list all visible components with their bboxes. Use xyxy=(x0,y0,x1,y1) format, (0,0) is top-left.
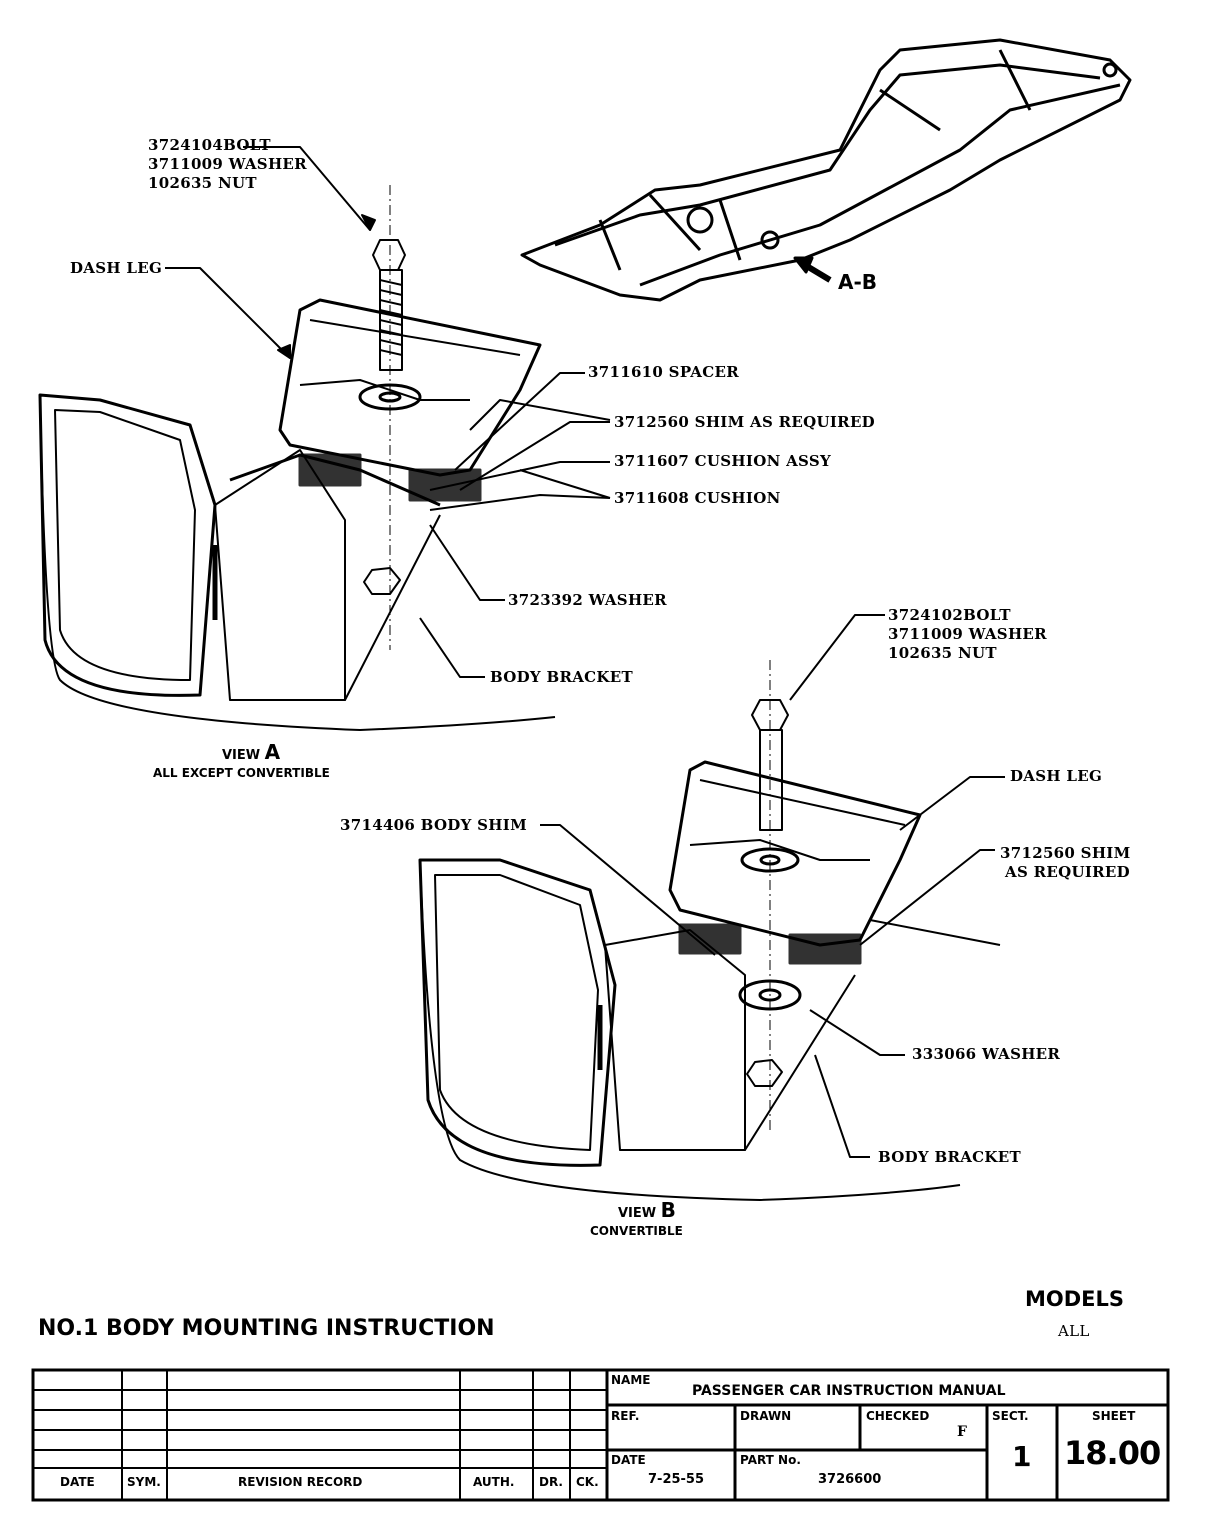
view-a-dash-leg-label: DASH LEG xyxy=(70,259,163,277)
models-value: ALL xyxy=(1058,1322,1090,1340)
view-a-washer2-label: 3723392 WASHER xyxy=(508,591,667,609)
view-a-title: VIEW A xyxy=(222,740,280,764)
checked-label: CHECKED xyxy=(866,1409,930,1423)
part-label: PART No. xyxy=(740,1453,801,1467)
view-a-bolt-label: 3724104BOLT xyxy=(148,136,271,154)
sect-value: 1 xyxy=(1012,1440,1032,1473)
part-value: 3726600 xyxy=(818,1472,882,1487)
checked-value: F xyxy=(957,1424,967,1440)
view-b-letter: B xyxy=(660,1198,676,1222)
rev-header-auth: AUTH. xyxy=(473,1475,515,1489)
view-a-subtitle: ALL EXCEPT CONVERTIBLE xyxy=(153,766,330,780)
sheet-value: 18.00 xyxy=(1064,1434,1161,1472)
view-a-drawing xyxy=(38,146,611,731)
view-b-drawing xyxy=(418,614,1005,1201)
rev-header-sym: SYM. xyxy=(127,1475,161,1489)
view-b-subtitle: CONVERTIBLE xyxy=(590,1224,683,1238)
view-a-shim-label: 3712560 SHIM AS REQUIRED xyxy=(614,413,875,431)
view-b-washer-label: 3711009 WASHER xyxy=(888,625,1047,643)
view-a-cushion-label: 3711608 CUSHION xyxy=(614,489,781,507)
view-a-body-bracket-label: BODY BRACKET xyxy=(490,668,633,686)
rev-header-record: REVISION RECORD xyxy=(238,1475,363,1489)
view-b-bolt-label: 3724102BOLT xyxy=(888,606,1011,624)
page-title: NO.1 BODY MOUNTING INSTRUCTION xyxy=(38,1316,495,1341)
drawn-label: DRAWN xyxy=(740,1409,792,1423)
view-a-cushion-assy-label: 3711607 CUSHION ASSY xyxy=(614,452,832,470)
view-a-letter: A xyxy=(264,740,281,764)
view-a-title-text: VIEW xyxy=(222,748,261,763)
rev-header-dr: DR. xyxy=(539,1475,563,1489)
view-b-title: VIEW B xyxy=(618,1198,676,1222)
view-b-washer2-label: 333066 WASHER xyxy=(912,1045,1061,1063)
date-label: DATE xyxy=(611,1453,646,1467)
rev-header-ck: CK. xyxy=(576,1475,599,1489)
view-a-nut-label: 102635 NUT xyxy=(148,174,257,192)
view-b-body-shim-label: 3714406 BODY SHIM xyxy=(340,816,527,834)
ref-label: REF. xyxy=(611,1409,640,1423)
view-b-dash-leg-label: DASH LEG xyxy=(1010,767,1103,785)
view-b-title-text: VIEW xyxy=(618,1206,657,1221)
view-b-shim-label-2: AS REQUIRED xyxy=(1005,863,1130,881)
view-b-nut-label: 102635 NUT xyxy=(888,644,997,662)
rev-header-date: DATE xyxy=(60,1475,95,1489)
sect-label: SECT. xyxy=(992,1409,1029,1423)
view-b-shim-label-1: 3712560 SHIM xyxy=(1000,844,1131,862)
view-b-body-bracket-label: BODY BRACKET xyxy=(878,1148,1021,1166)
models-label: MODELS xyxy=(1025,1287,1125,1311)
date-value: 7-25-55 xyxy=(648,1472,705,1487)
chassis-frame-drawing xyxy=(520,38,1132,302)
sheet-label: SHEET xyxy=(1092,1409,1136,1423)
view-a-spacer-label: 3711610 SPACER xyxy=(588,363,739,381)
view-a-washer-label: 3711009 WASHER xyxy=(148,155,307,173)
frame-location-label: A-B xyxy=(838,270,878,294)
name-label: NAME xyxy=(611,1373,651,1387)
name-value: PASSENGER CAR INSTRUCTION MANUAL xyxy=(692,1383,1006,1399)
